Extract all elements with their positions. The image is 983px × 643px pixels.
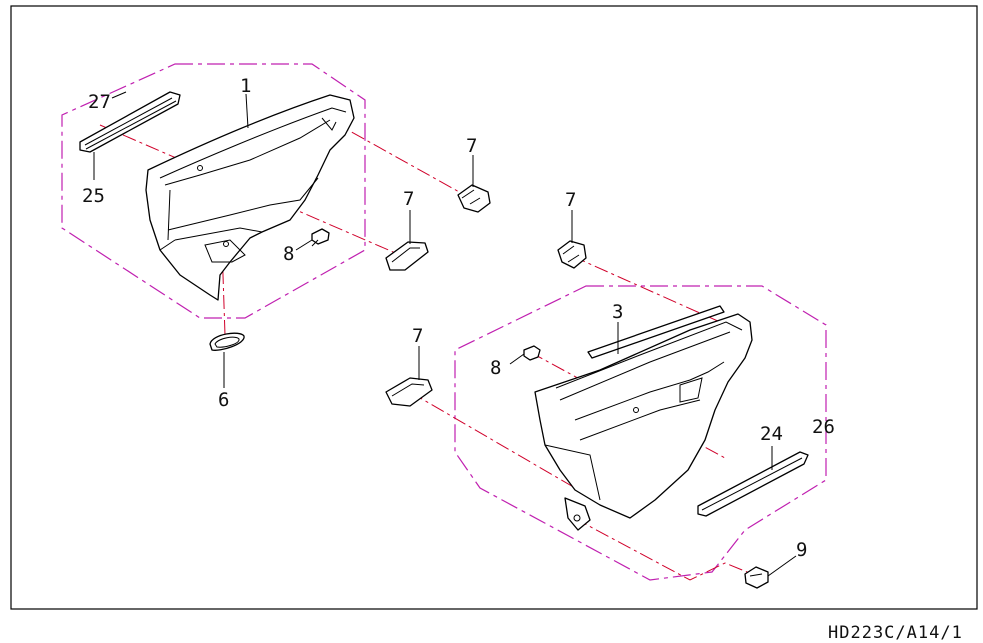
trim-strip-24 [697, 451, 809, 517]
label-part-27: 27 [88, 91, 111, 113]
label-part-25: 25 [82, 185, 105, 207]
label-part-26: 26 [812, 416, 835, 438]
label-part-7-b: 7 [466, 135, 477, 157]
bolt-8-upper [311, 228, 330, 247]
right-side-cover [534, 313, 753, 531]
label-part-7-c: 7 [565, 189, 576, 211]
leader-lines [93, 91, 797, 577]
label-part-6: 6 [218, 389, 229, 411]
label-part-8-upper: 8 [283, 243, 294, 265]
drawing-code: HD223C/A14/1 [828, 623, 963, 643]
bolt-8-lower [523, 345, 541, 361]
label-part-8-lower: 8 [490, 357, 501, 379]
grommet-7-right-lower [385, 377, 433, 407]
label-part-1: 1 [240, 75, 251, 97]
part-labels: 27 25 1 8 6 7 7 7 7 3 8 24 26 9 [82, 75, 835, 561]
grommet-7-upper [457, 184, 491, 213]
label-part-9: 9 [796, 539, 807, 561]
cover-trim-3 [587, 305, 725, 359]
left-side-cover-1 [145, 94, 355, 301]
label-part-7-d: 7 [412, 325, 423, 347]
trim-strip-27 [79, 91, 181, 153]
label-part-3: 3 [612, 301, 623, 323]
grommet-7-right-upper [557, 240, 587, 269]
grommet-7-left-cover [385, 241, 429, 271]
grommet-ring-6 [209, 332, 245, 351]
label-part-7-a: 7 [403, 188, 414, 210]
left-cover-group-outline [61, 63, 366, 319]
label-part-24: 24 [760, 423, 783, 445]
bolt-9 [744, 566, 769, 589]
drawing-frame [10, 5, 978, 610]
